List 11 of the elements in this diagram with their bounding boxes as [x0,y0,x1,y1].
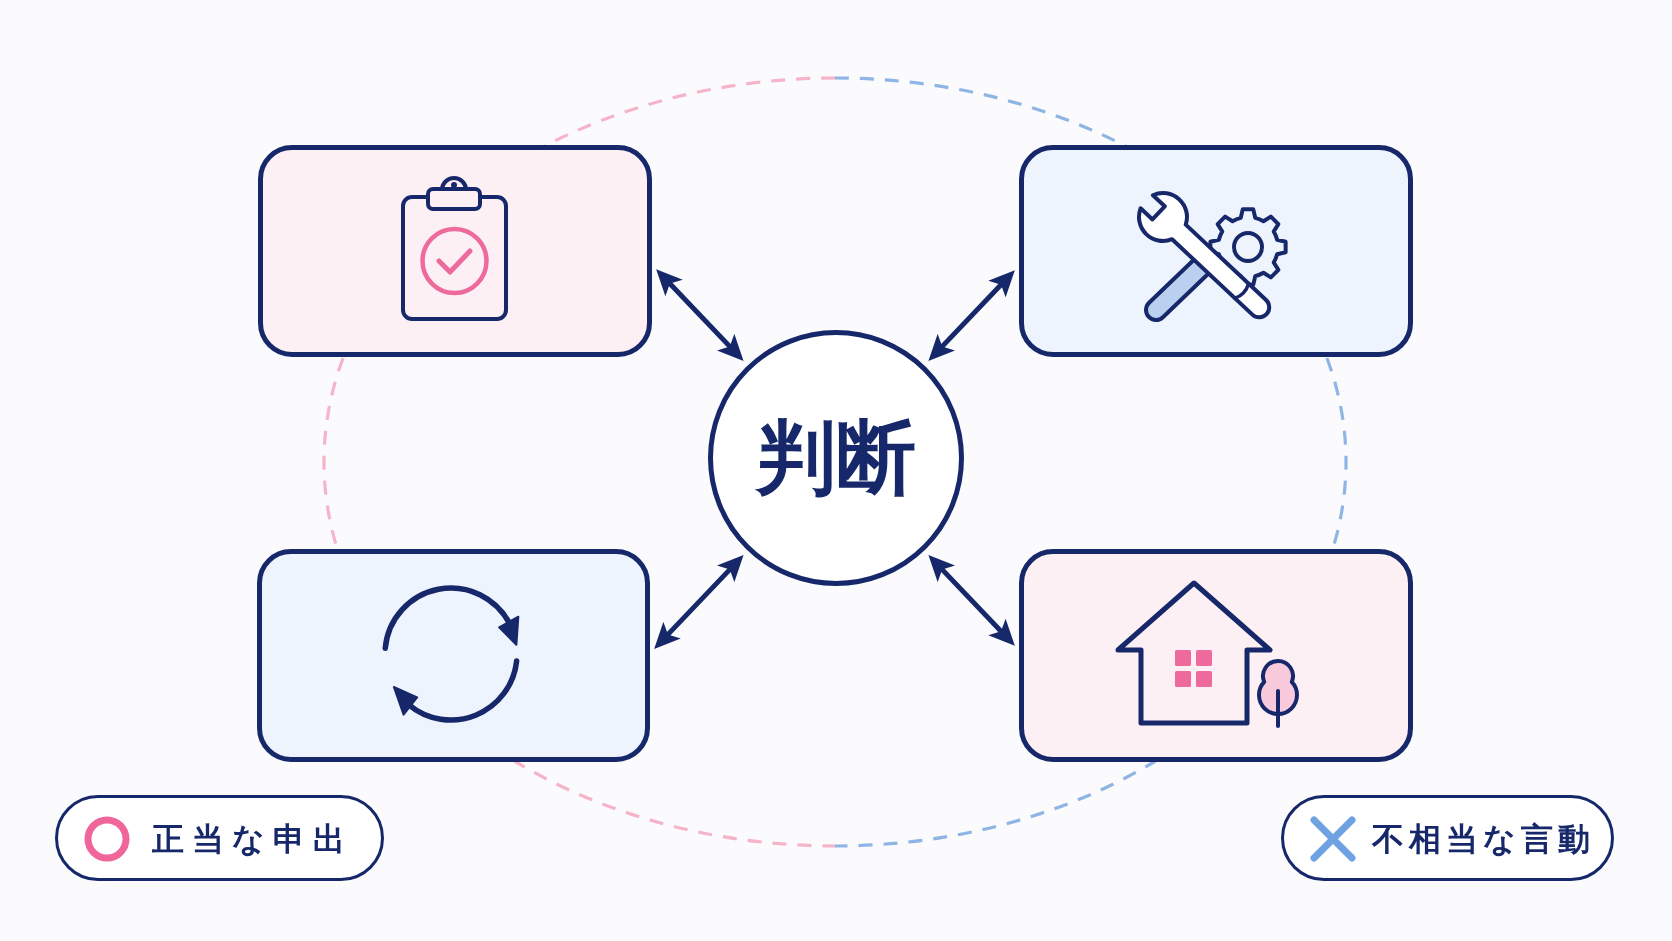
center-circle: 判断 [708,330,964,586]
double-arrow [656,269,744,361]
legend-label: 正当な申出 [152,819,353,859]
rounded-box [1019,145,1413,357]
double-arrow [928,555,1015,646]
rounded-box [257,549,650,762]
rounded-box [1019,549,1413,762]
double-arrow [654,555,744,649]
legend-label: 不相当な言動 [1372,819,1595,859]
rounded-box [258,145,652,357]
double-arrow [928,270,1015,361]
